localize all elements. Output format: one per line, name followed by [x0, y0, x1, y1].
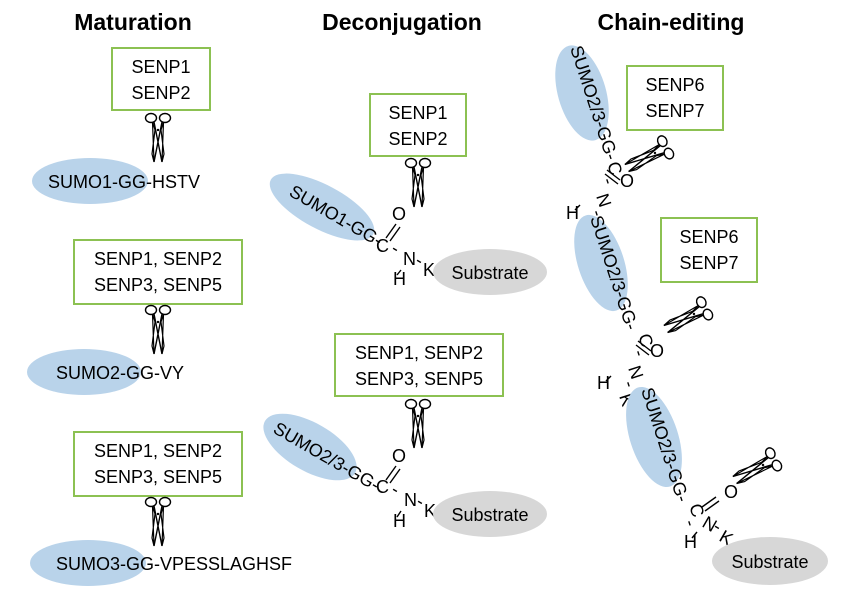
- sumo3-ellipse: [30, 540, 146, 586]
- substrate-label: Substrate: [451, 263, 528, 283]
- scissors-icon: [144, 304, 172, 355]
- enzyme-box-deconj-2: [334, 333, 504, 397]
- substrate-label: Substrate: [451, 505, 528, 525]
- enzyme-box-deconj-1: [369, 93, 467, 157]
- svg-text:-: -: [680, 517, 701, 529]
- sumo-label: SUMO3-GG-VPESSLAGHSF: [56, 554, 292, 574]
- scissors-icon: [404, 157, 432, 208]
- svg-text:N: N: [404, 490, 417, 510]
- svg-text:H: H: [684, 532, 697, 552]
- svg-text:O: O: [650, 341, 664, 361]
- svg-text:O: O: [392, 204, 406, 224]
- svg-text:-: -: [587, 207, 608, 219]
- enzyme-box-maturation-3: [73, 431, 243, 497]
- enzyme-label: SENP7: [679, 253, 738, 273]
- svg-text:-: -: [629, 347, 650, 359]
- svg-text:C: C: [634, 331, 657, 350]
- svg-text:K: K: [424, 501, 436, 521]
- scissors-icon: [144, 112, 172, 163]
- header-chain-editing: Chain-editing: [598, 9, 745, 35]
- svg-text:N: N: [592, 191, 615, 210]
- enzyme-box-chain-1: [626, 65, 724, 131]
- deconj-2-linkage: SUMO2/3-GG- C - N - K O H: [270, 418, 436, 531]
- header-deconjugation: Deconjugation: [322, 9, 482, 35]
- enzyme-label: SENP1: [131, 57, 190, 77]
- svg-text:C: C: [685, 501, 708, 520]
- substrate-ellipse: [433, 491, 547, 537]
- svg-text:K: K: [423, 260, 435, 280]
- svg-text:C: C: [376, 477, 389, 497]
- chain-linkage-1: SUMO2/3-GG- C - N - K O H: [566, 43, 634, 238]
- scissors-icon: [144, 496, 172, 547]
- svg-text:H: H: [393, 269, 406, 289]
- enzyme-label: SENP7: [645, 101, 704, 121]
- enzyme-label: SENP1, SENP2: [94, 441, 222, 461]
- enzyme-box-maturation-1: [111, 47, 211, 111]
- sumo23-ellipse: [574, 214, 628, 312]
- svg-text:C: C: [603, 159, 626, 178]
- substrate-ellipse: [712, 537, 828, 585]
- sumo1-ellipse: [269, 173, 375, 241]
- enzyme-label: SENP3, SENP5: [355, 369, 483, 389]
- sumo1-ellipse: [32, 158, 148, 204]
- enzyme-label: SENP6: [645, 75, 704, 95]
- substrate-label: Substrate: [731, 552, 808, 572]
- enzyme-label: SENP1: [388, 103, 447, 123]
- enzyme-box-chain-2: [660, 217, 758, 283]
- enzyme-label: SENP3, SENP5: [94, 275, 222, 295]
- svg-text:N: N: [403, 249, 416, 269]
- sumo23-ellipse: [263, 413, 357, 481]
- scissors-icon: [404, 398, 432, 449]
- svg-text:H: H: [597, 373, 610, 393]
- svg-text:O: O: [620, 171, 634, 191]
- svg-text:H: H: [566, 203, 579, 223]
- svg-text:-: -: [619, 378, 640, 390]
- svg-text:-: -: [598, 175, 619, 187]
- svg-text:C: C: [376, 236, 389, 256]
- header-maturation: Maturation: [74, 9, 192, 35]
- chain-linkage-2: SUMO2/3-GG- C - N - K O H: [586, 213, 664, 409]
- svg-text:N: N: [624, 363, 647, 382]
- svg-text:O: O: [392, 446, 406, 466]
- sumo-label: SUMO1-GG-HSTV: [48, 172, 200, 192]
- enzyme-label: SENP6: [679, 227, 738, 247]
- svg-text:O: O: [724, 482, 738, 502]
- sumo23-ellipse: [555, 45, 609, 141]
- enzyme-label: SENP1, SENP2: [355, 343, 483, 363]
- substrate-ellipse: [433, 249, 547, 295]
- sumo2-ellipse: [27, 349, 141, 395]
- svg-text:H: H: [393, 511, 406, 531]
- enzyme-label: SENP1, SENP2: [94, 249, 222, 269]
- sumo23-ellipse: [626, 386, 682, 488]
- enzyme-label: SENP3, SENP5: [94, 467, 222, 487]
- scissors-icon: [659, 294, 716, 341]
- enzyme-box-maturation-2: [73, 239, 243, 305]
- enzyme-label: SENP2: [388, 129, 447, 149]
- sumo-label: SUMO2-GG-VY: [56, 363, 184, 383]
- enzyme-label: SENP2: [131, 83, 190, 103]
